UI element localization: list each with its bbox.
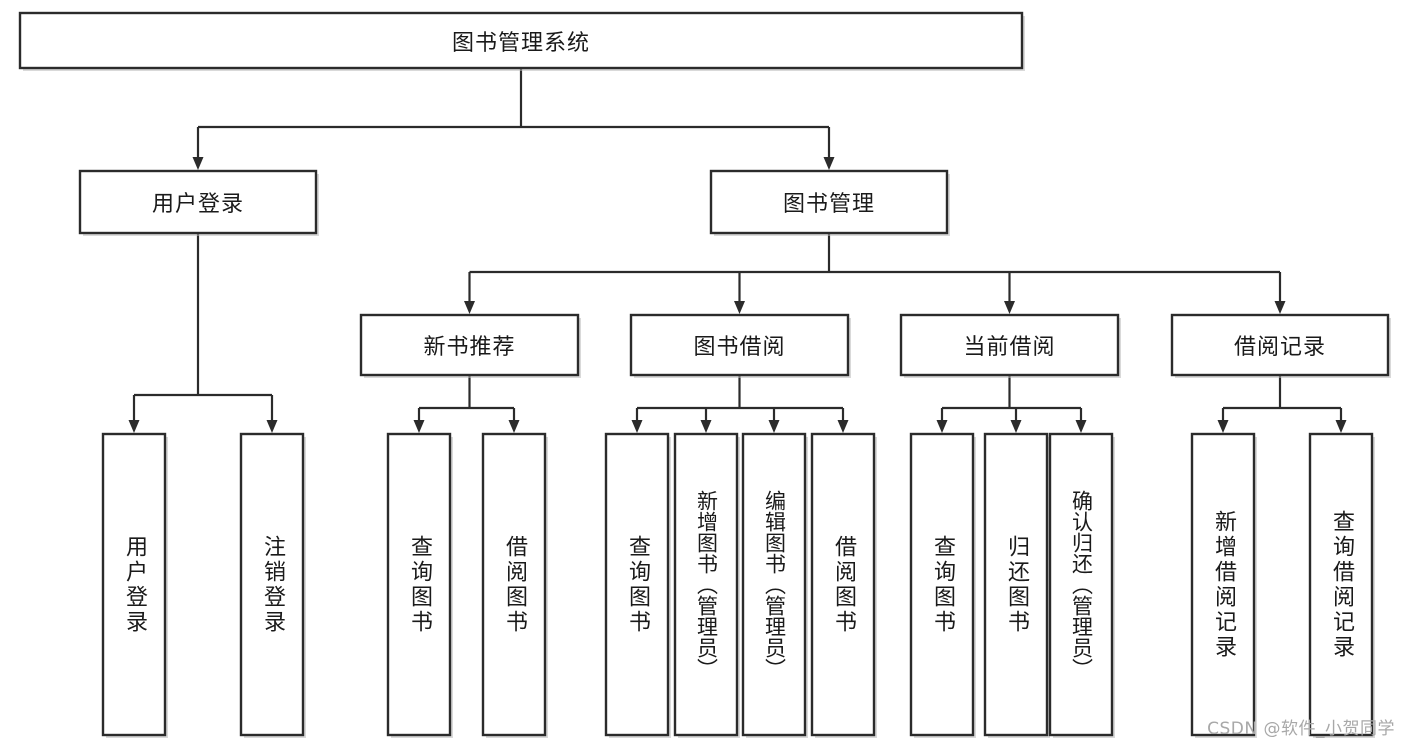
watermark: CSDN @软件_小贺同学 [1207,719,1395,739]
arrowhead-icon [631,420,643,433]
arrowhead-icon [1004,301,1015,314]
arrowhead-icon [464,301,475,314]
node-box-leaf-add-borrow-record[interactable] [1190,432,1256,737]
arrowhead-icon [768,420,780,433]
node-box-book-borrow[interactable] [629,313,850,377]
node-layer [18,11,1391,738]
arrowhead-icon [128,420,140,433]
node-box-leaf-return-book[interactable] [983,432,1049,737]
node-box-user-login[interactable] [78,169,318,235]
arrowhead-icon [508,420,520,433]
node-box-root[interactable] [18,11,1024,70]
node-box-leaf-add-book-admin[interactable] [673,432,739,737]
arrowhead-icon [700,420,712,433]
arrowhead-icon [192,157,204,170]
node-box-borrow-record[interactable] [1170,313,1390,377]
arrowhead-icon [1217,420,1229,433]
arrowhead-icon [266,420,278,433]
arrowhead-icon [1274,301,1286,314]
node-box-leaf-query-book-1[interactable] [386,432,452,737]
arrowhead-icon [1335,420,1347,433]
arrowhead-icon [734,301,745,314]
node-box-leaf-query-borrow-record[interactable] [1308,432,1374,737]
node-box-leaf-edit-book-admin[interactable] [741,432,807,737]
connector-layer [128,68,1347,433]
node-box-leaf-confirm-return-admin[interactable] [1048,432,1114,737]
node-box-new-book-recommend[interactable] [359,313,580,377]
arrowhead-icon [823,157,835,170]
arrowhead-icon [1010,420,1022,433]
arrowhead-icon [1075,420,1087,433]
node-box-leaf-user-logout[interactable] [239,432,305,737]
node-box-leaf-borrow-book-2[interactable] [810,432,876,737]
node-box-leaf-borrow-book-1[interactable] [481,432,547,737]
node-box-current-borrow[interactable] [899,313,1120,377]
node-box-leaf-query-book-2[interactable] [604,432,670,737]
node-box-leaf-user-login[interactable] [101,432,167,737]
node-box-leaf-query-book-3[interactable] [909,432,975,737]
arrowhead-icon [413,420,425,433]
node-box-book-manage[interactable] [709,169,949,235]
arrowhead-icon [837,420,849,433]
arrowhead-icon [936,420,948,433]
